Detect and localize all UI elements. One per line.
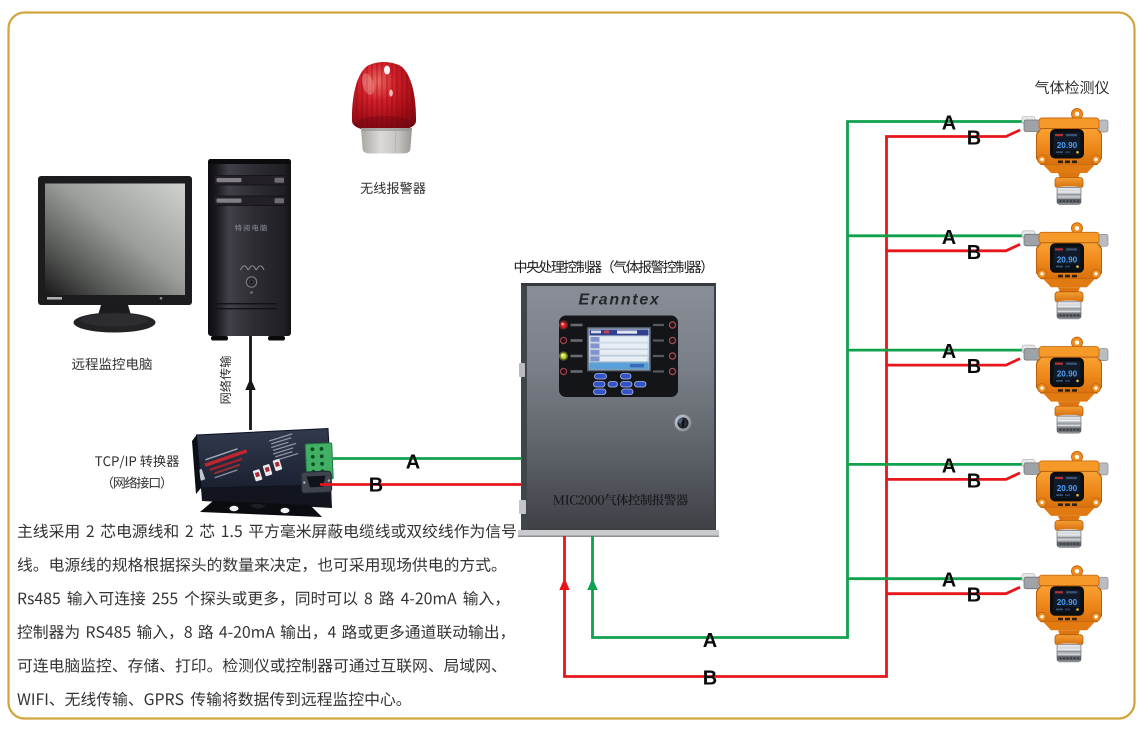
svg-text:B: B (967, 356, 981, 378)
svg-text:B: B (967, 128, 981, 150)
svg-text:Eranntex: Eranntex (578, 292, 660, 309)
svg-text:A: A (703, 630, 717, 652)
svg-text:A: A (942, 227, 956, 249)
svg-text:A: A (942, 113, 956, 135)
svg-text:B: B (703, 668, 717, 690)
svg-text:A: A (942, 570, 956, 592)
svg-text:B: B (967, 242, 981, 264)
svg-text:A: A (942, 341, 956, 363)
svg-text:B: B (967, 470, 981, 492)
svg-text:B: B (967, 585, 981, 607)
svg-text:A: A (406, 451, 420, 473)
svg-text:A: A (942, 455, 956, 477)
svg-text:B: B (369, 475, 383, 497)
